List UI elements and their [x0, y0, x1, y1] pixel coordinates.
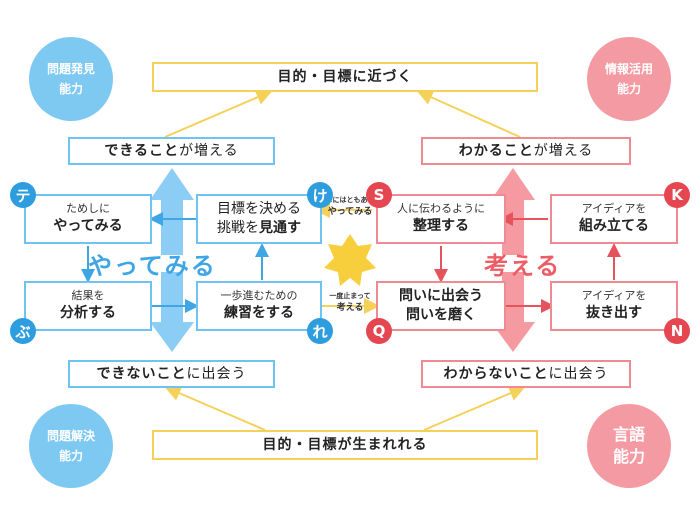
build-idea-box: アイディアを 組み立てる [550, 194, 678, 244]
try-it-center-word: やってみる [88, 252, 217, 280]
extract-big-label: 抜き出す [586, 304, 642, 321]
center-bottom-big: 考える [336, 302, 364, 313]
idea-small-label: アイディアを [581, 289, 647, 303]
understand-text: わかること [458, 142, 534, 159]
convey-small-label: 人に伝わるように [397, 202, 485, 216]
meet-question-label: 問いに出会う [399, 288, 483, 305]
extract-idea-box: アイディアを 抜き出す [550, 281, 678, 331]
skill-label-line2: 能力 [58, 449, 83, 463]
not-understand-encounter-box: わからないことに出会う [421, 360, 631, 388]
challenge-label: 挑戦を [217, 220, 259, 236]
skill-problem-solving: 問題解決 能力 [29, 404, 113, 488]
skill-information-use: 情報活用 能力 [587, 37, 671, 121]
skill-label-line1: 情報活用 [604, 61, 653, 76]
can-do-text: できること [104, 142, 180, 159]
cannot-do-encounter-box: できないことに出会う [68, 360, 275, 388]
badge-s: S [366, 182, 392, 208]
skill-label-line1: 問題発見 [46, 61, 95, 76]
set-goal-label: 目標を決める [217, 201, 301, 218]
result-big-label: 分析する [60, 304, 116, 321]
can-do-increase-box: できることが増える [68, 137, 275, 165]
increase-text: が増える [179, 142, 239, 159]
try-it-box: ためしに やってみる [24, 194, 152, 244]
yellow-line-right-top [416, 89, 521, 138]
center-bottom-caption: 一度止まって 考える [324, 292, 376, 314]
badge-n: N [664, 318, 690, 344]
yellow-line-left-top [164, 89, 273, 138]
badge-te: テ [10, 182, 36, 208]
practice-box: 一歩進むための 練習をする [196, 281, 322, 331]
center-bottom-small: 一度止まって [329, 292, 371, 300]
center-top-small: なにはともあれ [325, 196, 375, 204]
organize-big-label: 整理する [413, 217, 469, 234]
try-small-label: ためしに [66, 202, 110, 216]
set-goal-box: 目標を決める 挑戦を見通す [196, 194, 322, 244]
refine-question-label: 問いを磨く [406, 307, 476, 323]
goal-approach-box: 目的・目標に近づく [152, 62, 538, 92]
encounter-text: に出会う [548, 365, 609, 382]
increase-text: が増える [533, 142, 594, 159]
skill-label-line2: 能力 [58, 82, 83, 96]
organize-box: 人に伝わるように 整理する [376, 194, 506, 244]
skill-problem-finding: 問題発見 能力 [29, 37, 113, 121]
idea-small-label: アイディアを [581, 202, 647, 216]
foresee-label: 見通す [259, 220, 301, 236]
result-small-label: 結果を [71, 289, 105, 303]
goal-born-box: 目的・目標が生まれれる [152, 430, 538, 460]
center-top-big: やってみる [327, 206, 373, 217]
practice-big-label: 練習をする [224, 304, 294, 321]
skill-language: 言語 能力 [587, 404, 671, 488]
skill-label-line1: 問題解決 [46, 428, 95, 443]
question-box: 問いに出会う 問いを磨く [376, 281, 506, 331]
think-center-word: 考える [484, 252, 562, 280]
build-big-label: 組み立てる [579, 217, 649, 234]
skill-label-line1: 言語 [612, 424, 645, 444]
center-star [324, 234, 376, 286]
big-up-arrow-left [150, 168, 194, 255]
goal-born-label: 目的・目標が生まれれる [262, 436, 428, 453]
badge-bu: ぶ [10, 318, 36, 344]
encounter-text: に出会う [186, 365, 247, 382]
not-understand-text: わからないこと [443, 365, 549, 382]
cannot-do-text: できないこと [96, 365, 187, 382]
understand-increase-box: わかることが増える [421, 137, 631, 165]
skill-label-line2: 能力 [616, 82, 641, 96]
badge-q: Q [366, 318, 392, 344]
big-down-arrow-left [150, 272, 194, 352]
skill-label-line2: 能力 [612, 447, 645, 466]
yellow-line-left-bottom [164, 385, 266, 431]
step-small-label: 一歩進むための [220, 289, 298, 303]
goal-approach-label: 目的・目標に近づく [277, 68, 413, 85]
center-top-caption: なにはともあれ やってみる [324, 196, 376, 218]
badge-re: れ [307, 318, 333, 344]
analyze-result-box: 結果を 分析する [24, 281, 152, 331]
yellow-line-right-bottom [423, 385, 526, 431]
badge-k: K [664, 182, 690, 208]
badge-ke: け [307, 182, 333, 208]
try-big-label: やってみる [53, 217, 123, 234]
